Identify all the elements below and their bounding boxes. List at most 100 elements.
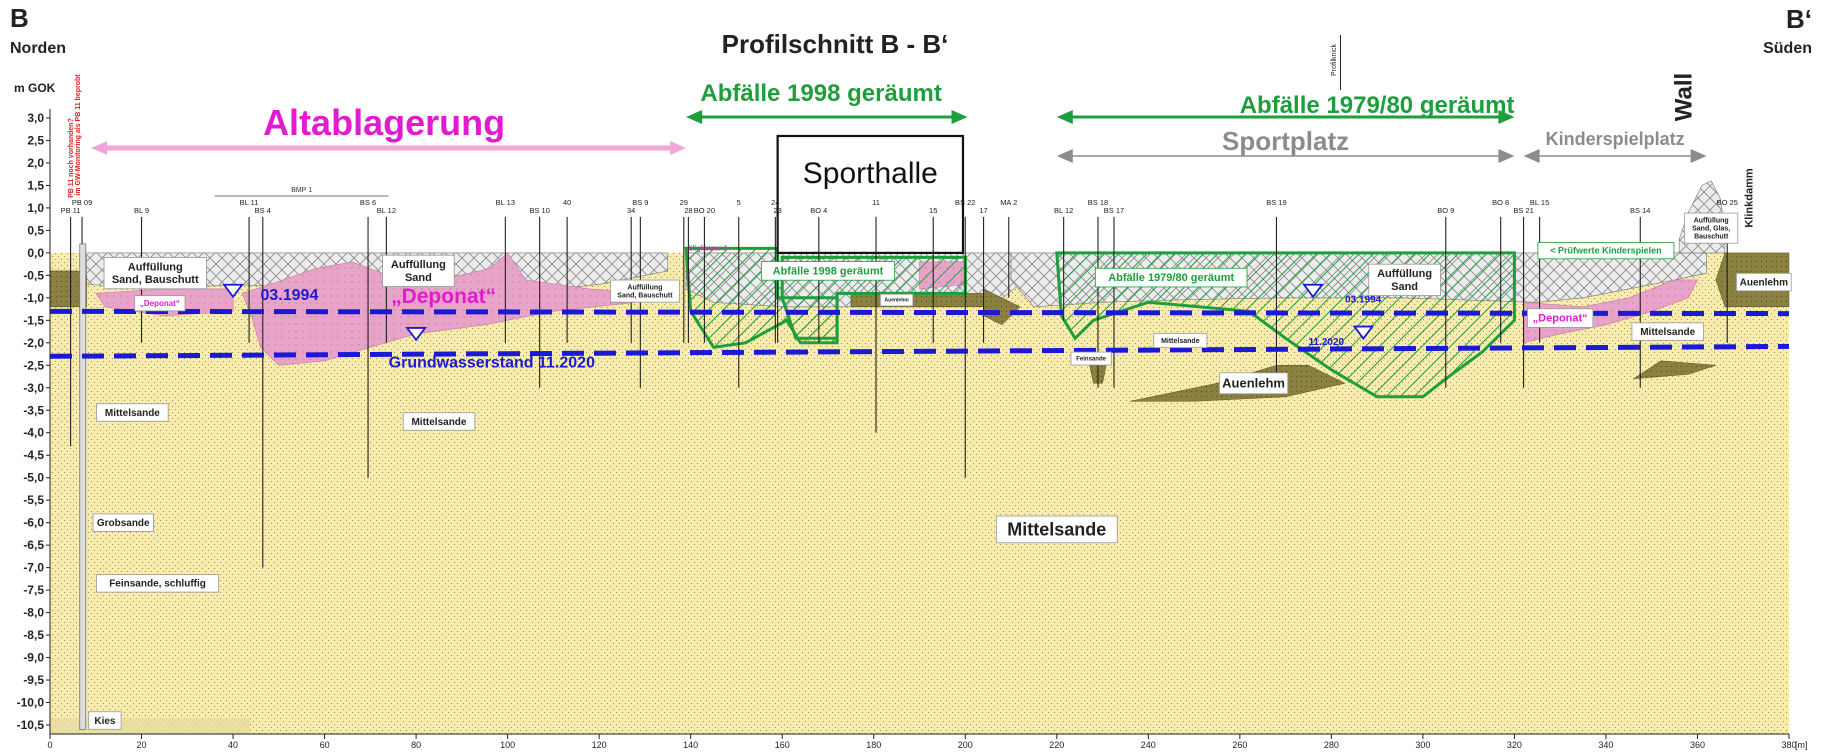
- svg-text:Grobsande: Grobsande: [97, 518, 150, 529]
- borehole-label: BS 4: [255, 206, 271, 215]
- pruefwerte-label: < Prüfwerte Kinderspielen: [1537, 242, 1675, 260]
- x-tick-label: 80: [411, 740, 421, 750]
- grobsande-label: Grobsande: [92, 513, 154, 532]
- x-tick-label: 240: [1141, 740, 1156, 750]
- mittelsande-small-label: Mittelsande: [1153, 333, 1208, 348]
- x-tick-label: 280: [1324, 740, 1339, 750]
- svg-text:Kies: Kies: [94, 716, 116, 727]
- y-tick-label: 0,0: [27, 246, 44, 260]
- water-level-marker-2020: [405, 327, 427, 342]
- sportplatz-arrow-head-left: [1056, 149, 1073, 163]
- borehole-label: BL 13: [496, 198, 515, 207]
- water-level-1994-label: 03.1994: [261, 287, 319, 304]
- auenlehm-lens-right: [1633, 360, 1716, 380]
- y-tick-label: -6,0: [23, 516, 44, 530]
- feinsande-small-label: Feinsande: [1070, 351, 1112, 366]
- y-tick-label: -2,0: [23, 336, 44, 350]
- borehole-label: PB 11: [61, 206, 81, 215]
- svg-text:Abfälle 1979/80 geräumt: Abfälle 1979/80 geräumt: [1108, 272, 1234, 284]
- y-tick-label: -4,5: [23, 448, 44, 462]
- x-tick-label: 380: [1781, 740, 1796, 750]
- abfaelle-1998-arrow-head-right: [951, 110, 968, 124]
- borehole-label: BL 11: [240, 198, 259, 207]
- kinderspielplatz-arrow-head-right: [1690, 149, 1707, 163]
- borehole-label: BL 12: [1054, 206, 1073, 215]
- abfaelle-1979-arrow-head-left: [1056, 110, 1073, 124]
- sporthalle-label: Sporthalle: [803, 157, 938, 190]
- y-tick-label: -10,5: [17, 718, 45, 732]
- borehole-label: BL 12: [377, 206, 396, 215]
- svg-text:Auffüllung: Auffüllung: [1694, 217, 1729, 224]
- borehole-label: 24: [771, 198, 779, 207]
- altablagerung-arrow-head-left: [91, 141, 108, 155]
- borehole-label: 11: [872, 198, 880, 207]
- sporthalle-building: [776, 134, 965, 254]
- water-level-marker-1994: [222, 283, 244, 299]
- y-tick-label: 1,5: [27, 178, 44, 192]
- x-tick-label: 120: [592, 740, 607, 750]
- x-tick-label: 0: [47, 740, 52, 750]
- borehole-label: 28: [684, 206, 692, 215]
- svg-text:Feinsande, schluffig: Feinsande, schluffig: [109, 579, 206, 590]
- svg-text:Sand, Glas,: Sand, Glas,: [1692, 225, 1730, 232]
- sportplatz-heading: Sportplatz: [1222, 126, 1349, 156]
- borehole-label: 5: [737, 198, 741, 207]
- borehole-label: BS 6: [360, 198, 376, 207]
- abfaelle-1998-box-label: Abfälle 1998 geräumt: [760, 261, 895, 281]
- x-tick-label: 320: [1507, 740, 1522, 750]
- y-tick-label: -2,5: [23, 358, 44, 372]
- wall-label: Wall: [1671, 73, 1698, 121]
- svg-text:< Prüfwerte Kinderspielen: < Prüfwerte Kinderspielen: [1550, 246, 1661, 256]
- borehole-label: MA 2: [1000, 198, 1017, 207]
- mittelsande-left-label: Mittelsande: [96, 403, 169, 422]
- pb11-note-2: im GW-Monitoring als PB 11 beprobt: [75, 74, 82, 196]
- x-tick-label: 180: [866, 740, 881, 750]
- svg-text:„Deponat“: „Deponat“: [1533, 313, 1588, 325]
- borehole-label: 23: [773, 206, 781, 215]
- borehole-label: 34: [627, 206, 635, 215]
- section-start-direction: Norden: [10, 40, 66, 57]
- svg-text:Sand: Sand: [1391, 281, 1418, 293]
- abfaelle-1979-box-label: Abfälle 1979/80 geräumt: [1094, 267, 1248, 288]
- y-tick-label: -0,5: [23, 268, 44, 282]
- svg-text:Mittelsande: Mittelsande: [1007, 519, 1106, 539]
- svg-text:Sand: Sand: [405, 272, 432, 284]
- mittelsande-center-label: Mittelsande: [995, 515, 1118, 544]
- borehole-label: BL 9: [134, 206, 149, 215]
- x-tick-label: 140: [683, 740, 698, 750]
- x-tick-label: 60: [320, 740, 330, 750]
- bmp-label: BMP 1: [291, 187, 312, 194]
- water-level-1994-label-right: 03.1994: [1345, 294, 1382, 305]
- borehole-label: PB 09: [72, 198, 92, 207]
- x-tick-label: 220: [1049, 740, 1064, 750]
- y-tick-label: -1,5: [23, 313, 44, 327]
- page-title: Profilschnitt B - B‘: [722, 29, 949, 59]
- borehole-label: BS 17: [1104, 206, 1124, 215]
- pb09-well-tube: [79, 243, 87, 730]
- groundwater-line-1994: [49, 308, 1790, 317]
- y-tick-label: -5,5: [23, 493, 44, 507]
- water-level-marker-1994-right: [1302, 283, 1324, 299]
- kinderspielplatz-arrow-head-left: [1523, 149, 1540, 163]
- section-start-letter: B: [10, 3, 29, 33]
- svg-text:Feinsande: Feinsande: [1076, 357, 1106, 363]
- klinkdamm-label: Klinkdamm: [1743, 168, 1755, 228]
- mittelsande-mid-label: Mittelsande: [402, 412, 476, 431]
- water-level-2020-label-right: 11.2020: [1308, 337, 1344, 348]
- abfaelle-1979-heading: Abfälle 1979/80 geräumt: [1240, 92, 1515, 119]
- borehole-label: BO 9: [1437, 206, 1454, 215]
- svg-text:Mittelsande: Mittelsande: [1161, 338, 1200, 345]
- svg-text:Auffüllung: Auffüllung: [1377, 268, 1432, 280]
- oelig-label: öliglänzend: [688, 246, 727, 253]
- svg-text:Bauschutt: Bauschutt: [1694, 233, 1729, 240]
- altablagerung-heading: Altablagerung: [263, 102, 505, 143]
- svg-text:Sand, Bauschutt: Sand, Bauschutt: [112, 274, 199, 286]
- y-tick-label: 3,0: [27, 111, 44, 125]
- y-tick-label: 1,0: [27, 201, 44, 215]
- y-tick-label: -1,0: [23, 291, 44, 305]
- water-level-marker-2020-right: [1352, 325, 1375, 341]
